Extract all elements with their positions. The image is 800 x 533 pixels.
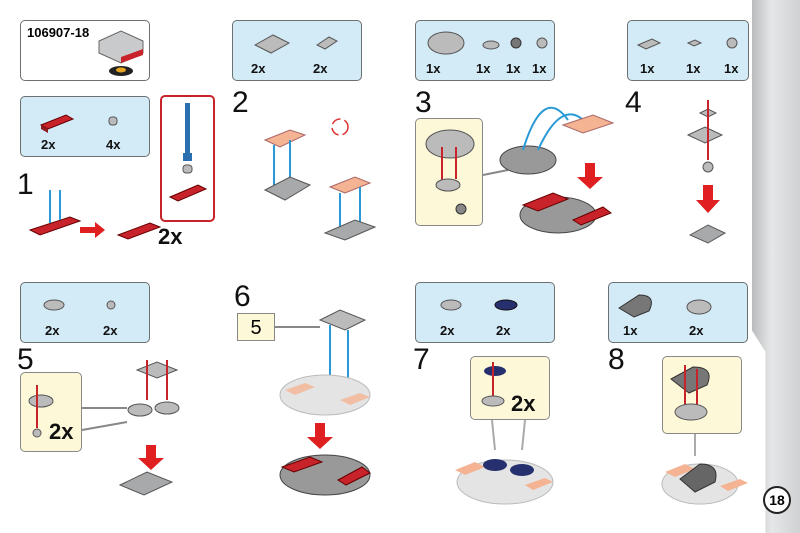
- part-qty: 2x: [251, 61, 266, 76]
- step-reference-callout: 5: [237, 313, 275, 341]
- step-4-parts-list: 1x 1x 1x: [627, 20, 749, 81]
- step-7-parts-list: 2x 2x: [415, 282, 555, 343]
- part-qty: 4x: [106, 137, 121, 152]
- set-id: 106907-18: [27, 25, 90, 40]
- step-8-parts-list: 1x 2x: [608, 282, 748, 343]
- step-1-callout: [160, 95, 215, 222]
- step-number: 4: [625, 86, 642, 119]
- step-number: 2: [232, 86, 249, 119]
- callout-multiplier: 2x: [49, 419, 74, 444]
- step-2-parts-list: 2x 2x: [232, 20, 362, 81]
- part-qty: 1x: [426, 61, 441, 76]
- part-qty: 1x: [640, 61, 655, 76]
- step-2-illustration: [263, 118, 377, 241]
- part-qty: 1x: [724, 61, 739, 76]
- part-images: [440, 299, 518, 311]
- step-number: 6: [234, 280, 251, 313]
- part-qty: 2x: [313, 61, 328, 76]
- callout-multiplier: 2x: [511, 391, 536, 416]
- page-edge-strip: [752, 0, 800, 533]
- step-6-illustration: [275, 309, 371, 496]
- page-number: 18: [763, 486, 791, 514]
- part-qty: 2x: [440, 323, 455, 338]
- part-qty: 2x: [103, 323, 118, 338]
- step-1-parts-list: 2x 4x: [20, 96, 150, 157]
- step-8-illustration: [661, 434, 748, 505]
- part-qty: 1x: [476, 61, 491, 76]
- sub-assembly-image: [670, 365, 710, 421]
- step-8-callout: [662, 356, 742, 434]
- step-number: 7: [413, 343, 430, 376]
- part-qty: 2x: [45, 323, 60, 338]
- sub-assembly-image: [28, 385, 54, 438]
- part-qty: 1x: [532, 61, 547, 76]
- model-preview-image: [98, 30, 144, 76]
- part-images: [636, 37, 738, 50]
- step-3-parts-list: 1x 1x 1x 1x: [415, 20, 555, 81]
- part-qty: 1x: [686, 61, 701, 76]
- step-5-callout: 2x: [20, 372, 82, 452]
- pin-assembly-image: [168, 103, 208, 202]
- sub-assembly-image: [481, 362, 506, 407]
- part-images: [618, 294, 712, 318]
- step-number: 1: [17, 168, 34, 201]
- step-number: 8: [608, 343, 625, 376]
- part-qty: 1x: [623, 323, 638, 338]
- step-5-parts-list: 2x 2x: [20, 282, 150, 343]
- part-qty: 2x: [496, 323, 511, 338]
- callout-multiplier: 2x: [158, 224, 183, 249]
- part-qty: 2x: [689, 323, 704, 338]
- step-3-illustration: [482, 107, 615, 234]
- part-images: [427, 31, 548, 55]
- step-4-illustration: [686, 100, 727, 244]
- part-qty: 1x: [506, 61, 521, 76]
- step-3-callout: [415, 118, 483, 226]
- part-images: [43, 299, 116, 311]
- step-7-callout: 2x: [470, 356, 550, 420]
- part-qty: 2x: [41, 137, 56, 152]
- part-images: [39, 114, 118, 133]
- step-7-illustration: [455, 419, 554, 505]
- sub-assembly-image: [425, 129, 475, 215]
- step-1-illustration: [28, 190, 162, 240]
- step-number: 5: [17, 343, 34, 376]
- part-images: [253, 34, 338, 54]
- step-number: 3: [415, 86, 432, 119]
- set-id-box: 106907-18: [20, 20, 150, 81]
- step-5-illustration: [81, 360, 180, 496]
